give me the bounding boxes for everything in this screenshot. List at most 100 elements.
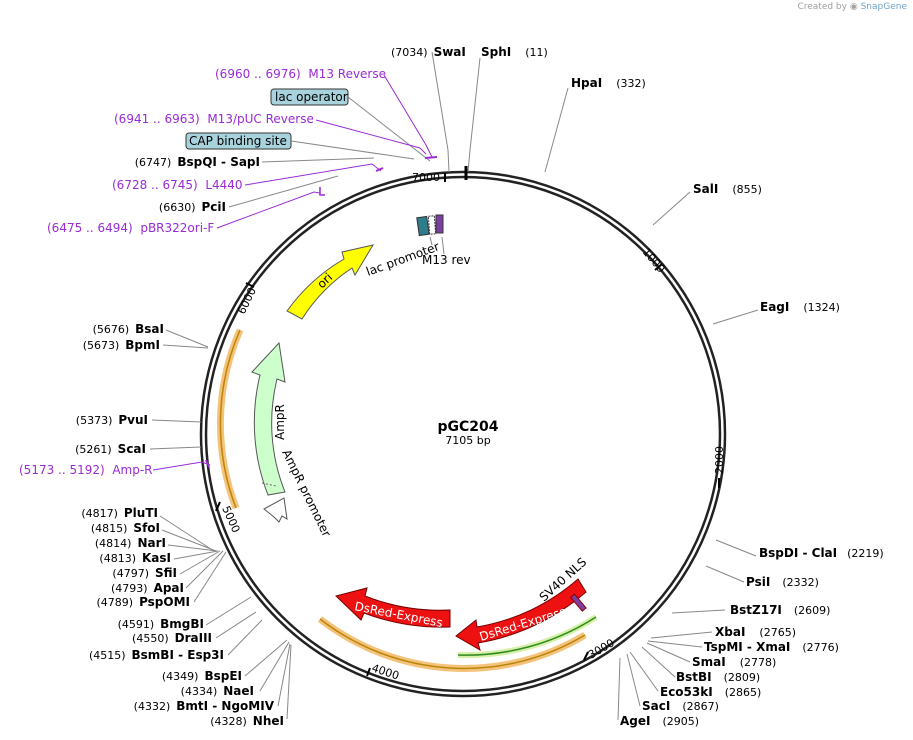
site-apai[interactable]: (4793)ApaI <box>111 581 184 595</box>
site-kasi[interactable]: (4813)KasI <box>99 551 171 565</box>
kasi-leader <box>173 550 219 560</box>
backbone-outer-ring <box>199 170 727 698</box>
eagi-leader <box>712 309 759 325</box>
dsred-arrow-1[interactable] <box>335 587 451 628</box>
sfii-leader <box>179 550 221 575</box>
dsred-arrow-2[interactable] <box>455 578 587 652</box>
site-bstbi[interactable]: BstBI(2809) <box>676 670 760 684</box>
nhei-leader <box>286 644 292 720</box>
primer-m13-puc-reverse[interactable]: (6941 .. 6963) M13/pUC Reverse <box>114 112 314 126</box>
tick-label-1000: 1000 <box>640 246 668 276</box>
m13-rev-leader <box>441 236 445 255</box>
restriction-sites: (7034)SwaI SphI(11) HpaI(332) SalI(855) … <box>75 45 884 728</box>
site-draiii[interactable]: (4550)DraIII <box>132 631 212 645</box>
site-eagi[interactable]: EagI(1324) <box>760 300 840 314</box>
site-pspomi[interactable]: (4789)PspOMI <box>96 595 190 609</box>
psii-leader <box>705 565 745 583</box>
site-pluti[interactable]: (4817)PluTI <box>81 506 158 520</box>
tick-label-5000: 5000 <box>219 504 242 535</box>
site-bstz17i[interactable]: BstZ17I(2609) <box>730 603 830 617</box>
sv40-nls-block[interactable] <box>569 593 587 612</box>
primer-pbr322ori-f[interactable]: (6475 .. 6494) pBR322ori-F <box>47 221 214 235</box>
site-swai[interactable]: (7034)SwaI <box>391 45 466 59</box>
ori-arrow[interactable] <box>286 244 375 320</box>
cap-site-box-label: CAP binding site <box>189 134 287 148</box>
ampr-arrow[interactable] <box>251 341 286 496</box>
tick-4000 <box>366 667 371 677</box>
bmti-leader <box>277 643 291 707</box>
primer-amp-r[interactable]: (5173 .. 5192) Amp-R <box>19 463 153 477</box>
ampr-promoter-arrow[interactable] <box>263 497 288 523</box>
ampr-promoter-label: AmpR promoter <box>279 447 333 539</box>
site-smai[interactable]: SmaI(2778) <box>692 655 776 669</box>
site-agei[interactable]: AgeI(2905) <box>620 714 699 728</box>
ampr-feature[interactable]: AmpR AmpR promoter <box>216 328 334 539</box>
site-nhei[interactable]: (4328)NheI <box>210 714 284 728</box>
site-bpmi[interactable]: (5673)BpmI <box>83 338 160 352</box>
site-tspmi-xmai[interactable]: TspMI - XmaI(2776) <box>704 640 839 654</box>
draiii-leader <box>215 611 257 639</box>
backbone-inner-ring <box>204 175 722 693</box>
tick-5000 <box>215 501 221 512</box>
bstbi-leader <box>641 646 676 678</box>
cap-site-leader <box>290 140 415 160</box>
site-sphi[interactable]: SphI(11) <box>481 45 548 59</box>
tick-label-2000: 2000 <box>713 446 726 474</box>
pbr322ori-mark <box>319 187 325 196</box>
primer-l4440[interactable]: (6728 .. 6745) L4440 <box>112 178 243 192</box>
claI-leader <box>715 539 757 557</box>
site-naei[interactable]: (4334)NaeI <box>181 684 254 698</box>
ori-feature[interactable]: ori <box>286 244 375 320</box>
m13-reverse-mark <box>424 156 438 159</box>
dsred-orf-line <box>319 618 586 670</box>
site-bsmbi-esp3i[interactable]: (4515)BsmBI - Esp3I <box>89 648 224 662</box>
site-pvui[interactable]: (5373)PvuI <box>76 413 148 427</box>
lac-operator-block[interactable] <box>427 215 437 235</box>
site-hpai[interactable]: HpaI(332) <box>571 76 646 90</box>
saci-leader <box>626 653 641 707</box>
sphi-leader <box>467 57 481 173</box>
site-nari[interactable]: (4814)NarI <box>95 536 166 550</box>
site-sfoi[interactable]: (4815)SfoI <box>91 521 160 535</box>
dsred-label-1: DsRed-Express <box>353 599 444 630</box>
site-saci[interactable]: SacI(2867) <box>642 699 719 713</box>
lac-region[interactable]: lac promoter M13 rev <box>364 214 471 279</box>
sali-leader <box>652 191 691 226</box>
backbone <box>199 166 727 698</box>
site-pcii[interactable]: (6630)PciI <box>159 200 226 214</box>
site-leaders <box>149 51 759 721</box>
site-xbai[interactable]: XbaI(2765) <box>715 625 796 639</box>
site-bspei[interactable]: (4349)BspEI <box>162 669 242 683</box>
smai-leader <box>646 642 691 663</box>
dsred-region[interactable]: DsRed-Express DsRed-Express SV40 NLS <box>317 555 598 672</box>
pvui-leader <box>151 419 202 423</box>
site-psii[interactable]: PsiI(2332) <box>746 575 819 589</box>
site-bsai[interactable]: (5676)BsaI <box>93 322 164 336</box>
site-bmgbi[interactable]: (4591)BmgBI <box>118 617 204 631</box>
m13-reverse-leader <box>383 74 433 158</box>
site-eco53ki[interactable]: Eco53kI(2865) <box>660 685 761 699</box>
l4440-leader <box>244 163 382 186</box>
site-sfii[interactable]: (4797)SfiI <box>112 566 177 580</box>
m13-rev-block[interactable] <box>435 214 444 234</box>
sapi-leader <box>261 157 375 163</box>
lac-operator-leader <box>347 96 431 162</box>
site-bspqi-sapi[interactable]: (6747)BspQI - SapI <box>135 155 260 169</box>
site-bspdi-clai[interactable]: BspDI - ClaI(2219) <box>759 546 884 560</box>
pbr322ori-leader <box>216 191 321 229</box>
tick-6000 <box>245 282 255 288</box>
lac-promoter-block[interactable] <box>416 215 430 237</box>
l4440-mark <box>375 167 384 172</box>
site-sali[interactable]: SalI(855) <box>693 182 762 196</box>
eco53ki-leader <box>629 651 659 692</box>
naei-leader <box>259 641 290 692</box>
primer-m13-reverse[interactable]: (6960 .. 6976) M13 Reverse <box>215 67 386 81</box>
tick-3000 <box>583 651 589 661</box>
site-scai[interactable]: (5261)ScaI <box>75 442 146 456</box>
site-bmti-ngomiv[interactable]: (4332)BmtI - NgoMIV <box>134 699 275 713</box>
tick-label-7000: 7000 <box>412 171 440 184</box>
sfoi-leader <box>161 529 217 552</box>
bspei-leader <box>244 639 288 677</box>
pluti-leader <box>159 515 215 552</box>
